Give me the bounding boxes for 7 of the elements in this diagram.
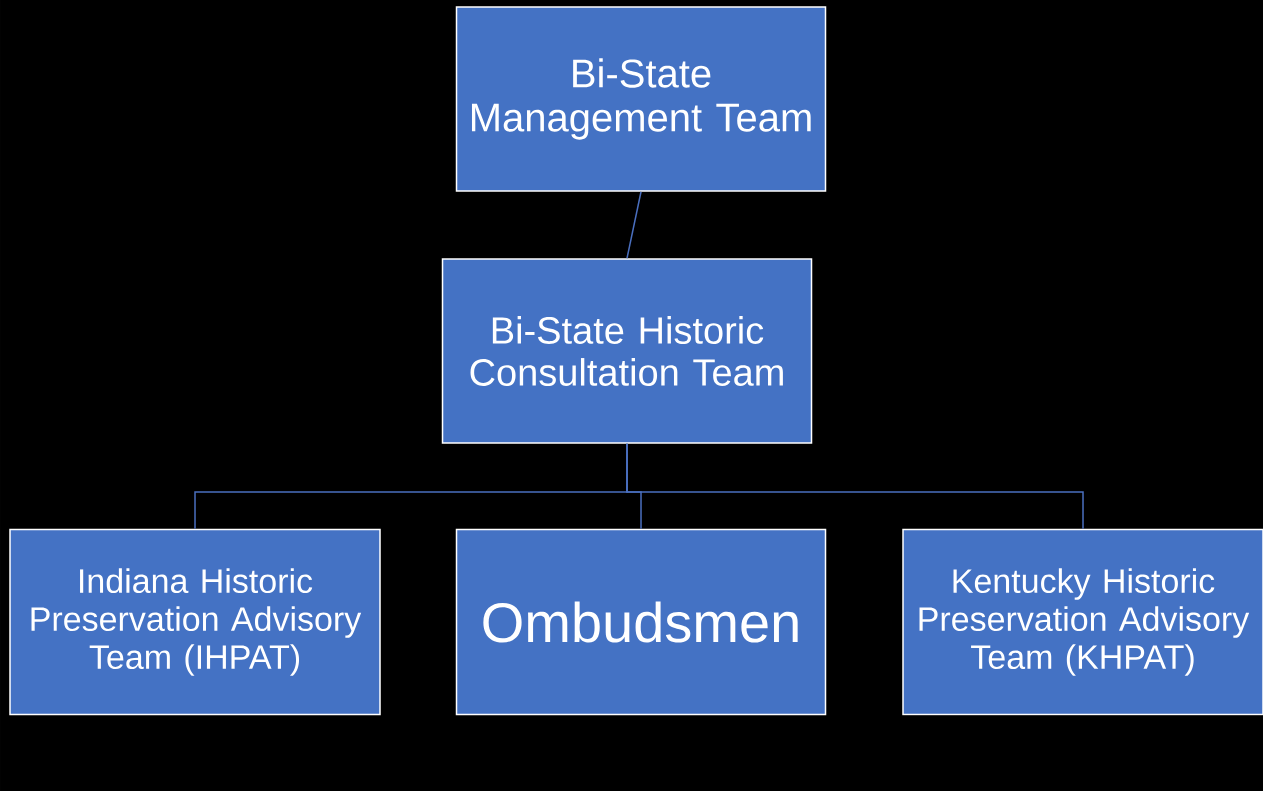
connector-line [626, 191, 642, 259]
connector-line [626, 443, 1084, 530]
team-box: Bi-State Management Team [455, 6, 827, 192]
team-box: Indiana Historic Preservation Advisory Team (IHPAT) [9, 528, 381, 716]
team-box: Kentucky Historic Preservation Advisory Team (KHPAT) [902, 528, 1263, 716]
team-box: Bi-State Historic Consultation Team [441, 258, 813, 444]
team-box: Ombudsmen [455, 528, 827, 716]
